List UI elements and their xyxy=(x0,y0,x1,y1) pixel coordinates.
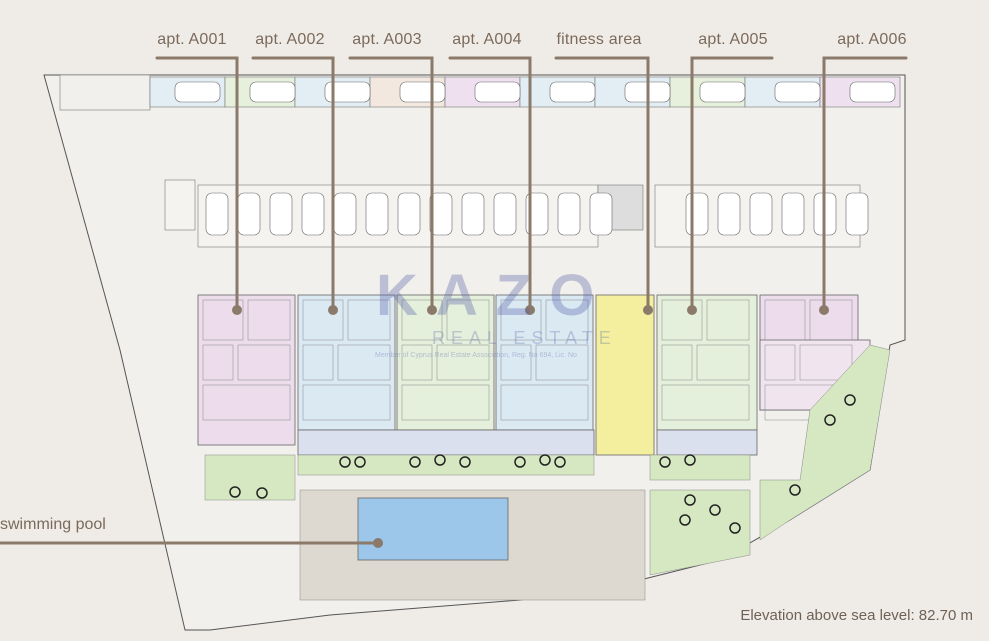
car xyxy=(717,192,741,236)
car xyxy=(269,192,293,236)
gardens xyxy=(204,344,891,576)
tree xyxy=(554,456,566,468)
label-apt-a003: apt. A003 xyxy=(352,31,422,48)
elevation-text: Elevation above sea level: 82.70 m xyxy=(740,607,973,624)
car xyxy=(461,192,485,236)
car xyxy=(774,81,821,103)
trees xyxy=(229,394,856,534)
car xyxy=(237,192,261,236)
tree xyxy=(729,522,741,534)
apt-a003-area xyxy=(396,294,495,431)
car xyxy=(685,192,709,236)
tree xyxy=(539,454,551,466)
apt-a001-area xyxy=(197,294,296,446)
car xyxy=(399,81,446,103)
car xyxy=(557,192,581,236)
tree xyxy=(709,504,721,516)
tree xyxy=(659,456,671,468)
apt-a002-area xyxy=(297,294,396,431)
label-fitness-area: fitness area xyxy=(556,31,642,48)
label-apt-a004: apt. A004 xyxy=(452,31,522,48)
tree xyxy=(409,456,421,468)
car xyxy=(699,81,746,103)
leader-lines xyxy=(0,56,908,545)
tree xyxy=(844,394,856,406)
leader-dots xyxy=(232,305,829,548)
tree xyxy=(434,454,446,466)
label-apt-a006: apt. A006 xyxy=(837,31,907,48)
tree xyxy=(684,494,696,506)
car xyxy=(845,192,869,236)
car xyxy=(589,192,613,236)
car xyxy=(333,192,357,236)
label-apt-a001: apt. A001 xyxy=(157,31,227,48)
tree xyxy=(459,456,471,468)
car xyxy=(365,192,389,236)
cars xyxy=(174,81,896,236)
fitness-area xyxy=(595,294,655,456)
tree xyxy=(256,487,268,499)
car xyxy=(429,192,453,236)
watermark-subtitle: REAL ESTATE xyxy=(432,328,617,348)
car xyxy=(397,192,421,236)
car xyxy=(749,192,773,236)
label-swimming-pool: swimming pool xyxy=(0,516,106,533)
tree xyxy=(824,414,836,426)
tree xyxy=(229,486,241,498)
car xyxy=(474,81,521,103)
car xyxy=(301,192,325,236)
room-walls xyxy=(202,299,853,421)
tree xyxy=(684,454,696,466)
car xyxy=(493,192,517,236)
watermark-line: Member of Cyprus Real Estate Association… xyxy=(375,352,577,359)
car xyxy=(549,81,596,103)
car xyxy=(174,81,221,103)
tree xyxy=(339,456,351,468)
car xyxy=(324,81,371,103)
tree xyxy=(514,456,526,468)
apt-a004-area xyxy=(495,294,594,431)
car xyxy=(781,192,805,236)
label-apt-a002: apt. A002 xyxy=(255,31,325,48)
tree xyxy=(354,456,366,468)
tree xyxy=(679,514,691,526)
label-apt-a005: apt. A005 xyxy=(698,31,768,48)
car xyxy=(205,192,229,236)
car xyxy=(849,81,896,103)
watermark-logo: KAZO xyxy=(376,263,613,328)
swimming-pool xyxy=(357,497,509,561)
car xyxy=(249,81,296,103)
tree xyxy=(789,484,801,496)
